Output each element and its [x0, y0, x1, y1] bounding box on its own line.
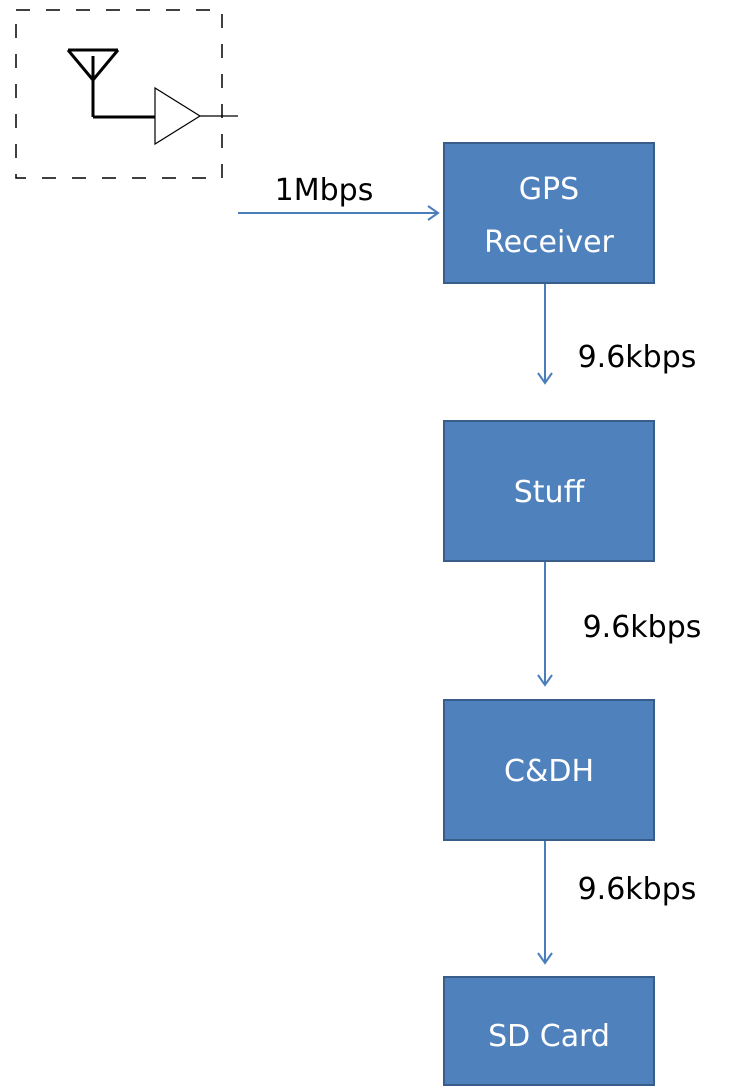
link-gps-to-stuff: [537, 284, 553, 385]
link-cdh-to-sd: [537, 841, 553, 965]
cdh-label: C&DH: [504, 754, 594, 789]
cdh-block: C&DH: [443, 699, 655, 841]
link-stuff-to-cdh: [537, 562, 553, 687]
link-stuff-to-cdh-label: 9.6kbps: [583, 610, 702, 645]
link-cdh-to-sd-label: 9.6kbps: [578, 872, 697, 907]
link-gps-to-stuff-label: 9.6kbps: [578, 340, 697, 375]
gps-receiver-block: GPS Receiver: [443, 142, 655, 284]
sd-card-label: SD Card: [488, 1019, 610, 1054]
stuff-label: Stuff: [514, 475, 586, 510]
input-link-label: 1Mbps: [275, 173, 374, 208]
gps-receiver-label-line1: GPS: [519, 172, 579, 207]
antenna-amplifier-icon: [15, 9, 238, 179]
input-link: [238, 205, 440, 221]
sd-card-block: SD Card: [443, 976, 655, 1086]
gps-receiver-label-line2: Receiver: [484, 225, 614, 260]
stuff-block: Stuff: [443, 420, 655, 562]
